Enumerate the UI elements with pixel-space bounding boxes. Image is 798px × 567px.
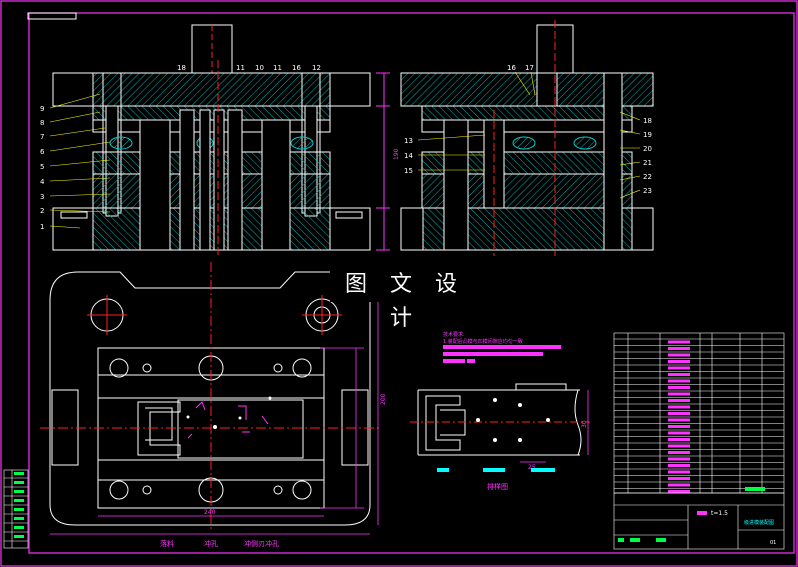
callout-top-16: 16 [292, 64, 301, 72]
side-callout-19: 19 [643, 131, 652, 139]
side-callout-22: 22 [643, 173, 652, 181]
title-block [613, 487, 785, 550]
sheet-number: 01 [770, 540, 776, 546]
bom-row-mark [668, 392, 690, 396]
strip-dims: 25 30 [437, 420, 588, 472]
side-callout-17: 17 [525, 64, 534, 72]
lower-die-plate [52, 207, 371, 251]
side-callouts: 13 14 15 16 17 18 19 20 21 22 23 [404, 64, 652, 199]
tech-req-line1: 1.装配后凸模与凹模间隙应均匀一致 [443, 338, 523, 345]
revision-row-mark [14, 481, 24, 484]
revision-row-mark [14, 535, 24, 538]
revision-row-mark [14, 472, 24, 475]
tech-requirements: 技术要求: 1.装配后凸模与凹模间隙应均匀一致 [443, 331, 561, 363]
revision-row-mark [14, 499, 24, 502]
bom-row-mark [668, 470, 690, 474]
bom-row-mark [668, 353, 690, 357]
caption-blanking: 落料 [160, 539, 174, 548]
drawing-title: 级进模装配图 [744, 519, 774, 526]
title-block-text: t=1.5 级进模装配图 01 [711, 510, 776, 546]
revision-row-mark [14, 517, 24, 520]
callout-6: 6 [40, 148, 45, 156]
bom-row-mark [668, 379, 690, 383]
caption-side-cut: 冲侧刃冲孔 [244, 539, 279, 548]
bom-row-mark [668, 438, 690, 441]
callout-top-12: 12 [312, 64, 321, 72]
plan-view [40, 262, 380, 535]
dim-plan-height: 200 [380, 393, 387, 405]
callout-top-11b: 11 [273, 64, 282, 72]
revision-row-mark [14, 508, 24, 511]
caption-piercing: 冲孔 [204, 539, 218, 548]
front-section-view [52, 24, 390, 256]
front-callouts: 9 8 7 6 5 4 3 2 1 18 11 10 11 16 12 190 [40, 64, 400, 231]
bom-row-mark [668, 451, 690, 454]
callout-top-18: 18 [177, 64, 186, 72]
bom-row-mark [668, 340, 690, 344]
bom-row-mark [668, 360, 690, 363]
tech-req-title: 技术要求: [443, 331, 465, 338]
bom-row-mark [668, 483, 690, 487]
side-callout-15: 15 [404, 167, 413, 175]
dim-strip-width: 30 [581, 420, 588, 428]
dim-plan-width: 240 [204, 509, 216, 516]
callout-5: 5 [40, 163, 44, 171]
side-section-view [400, 20, 654, 256]
side-callout-18: 18 [643, 117, 652, 125]
bom-row-mark [668, 477, 690, 480]
revision-strip [3, 469, 29, 549]
bom-row-mark [668, 373, 690, 376]
side-callout-20: 20 [643, 145, 652, 153]
die-plate [92, 173, 331, 209]
watermark: 图 文 设 计 [330, 268, 480, 331]
bom-row-mark [668, 490, 690, 493]
callout-4: 4 [40, 178, 45, 186]
bill-of-materials [613, 332, 785, 494]
strip-caption: 排样图 [487, 482, 508, 491]
callout-top-10: 10 [255, 64, 264, 72]
side-callout-23: 23 [643, 187, 652, 195]
side-callout-13: 13 [404, 137, 413, 145]
bom-row-mark [668, 405, 690, 409]
bom-row-mark [668, 399, 690, 402]
spring-left [109, 136, 133, 150]
spring-right [290, 136, 314, 150]
callout-7: 7 [40, 133, 44, 141]
strip-layout [410, 383, 590, 463]
callout-2: 2 [40, 207, 44, 215]
thickness-label: t=1.5 [711, 510, 728, 517]
callout-3: 3 [40, 193, 44, 201]
dim-total-height: 190 [393, 148, 400, 160]
bom-row-mark [668, 347, 690, 350]
bom-row-mark [668, 444, 690, 448]
bom-row-mark [668, 418, 690, 422]
bom-row-mark [668, 412, 690, 415]
upper-die-plate [52, 72, 371, 107]
dim-strip-pitch: 25 [528, 464, 536, 471]
bom-row-mark [668, 386, 690, 389]
bom-row-mark [668, 425, 690, 428]
plan-captions: 落料 冲孔 冲侧刃冲孔 排样图 [160, 482, 508, 548]
revision-row-mark [14, 490, 24, 493]
bom-row-mark [668, 457, 690, 461]
callout-8: 8 [40, 119, 44, 127]
callout-top-11a: 11 [236, 64, 245, 72]
callout-1: 1 [40, 223, 44, 231]
revision-row-mark [14, 526, 24, 529]
stripper-plate [92, 151, 331, 175]
callout-9: 9 [40, 105, 44, 113]
side-callout-21: 21 [643, 159, 652, 167]
punch-plate [92, 105, 331, 121]
bom-row-mark [668, 366, 690, 370]
plan-dims: 240 200 [204, 393, 387, 516]
side-callout-14: 14 [404, 152, 413, 160]
bom-row-mark [668, 431, 690, 435]
bom-row-mark [668, 464, 690, 467]
side-callout-16: 16 [507, 64, 516, 72]
